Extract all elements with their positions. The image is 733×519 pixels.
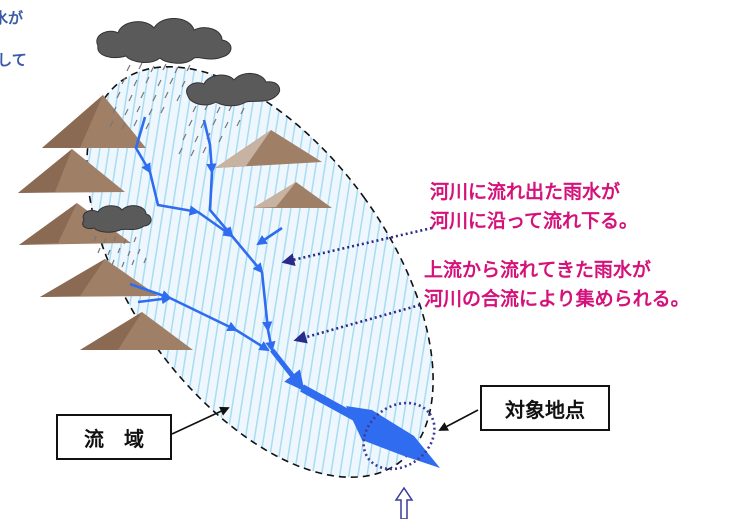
rain-note: 雨水が り、 り して 。 (0, 8, 27, 92)
callout-line: 上流から流れてきた雨水が (424, 260, 651, 281)
outflow-arrow-icon (346, 406, 440, 468)
label-basin: 流 域 (56, 414, 172, 460)
mountain-icon (18, 95, 193, 350)
outlet-up-arrow-icon (394, 486, 414, 519)
rain-icon (93, 62, 245, 268)
basin-label-pointer (171, 406, 230, 435)
callout-river-flow: 河川に流れ出た雨水が 河川に沿って流れ下る。 (430, 178, 638, 236)
pointer-line (281, 226, 433, 267)
pointer-line (293, 303, 421, 344)
river-arrow-icon (129, 116, 283, 353)
cloud-icon (82, 18, 281, 233)
rain-note-line: り して (0, 52, 27, 69)
callout-line: 河川の合流により集められる。 (424, 289, 690, 310)
target-point-marker (362, 401, 436, 471)
river-main-stem (270, 348, 305, 392)
rain-note-line: り、 (0, 29, 27, 50)
callout-line: 河川に沿って流れ下る。 (430, 211, 639, 232)
rain-note-line: 雨水が (0, 10, 24, 27)
point-label-pointer (438, 409, 479, 431)
callout-confluence: 上流から流れてきた雨水が 河川の合流により集められる。 (424, 256, 690, 314)
rain-note-line: 。 (0, 71, 27, 92)
label-target-point: 対象地点 (480, 385, 610, 431)
mountain-icon (215, 130, 332, 208)
callout-line: 河川に流れ出た雨水が (430, 182, 621, 203)
